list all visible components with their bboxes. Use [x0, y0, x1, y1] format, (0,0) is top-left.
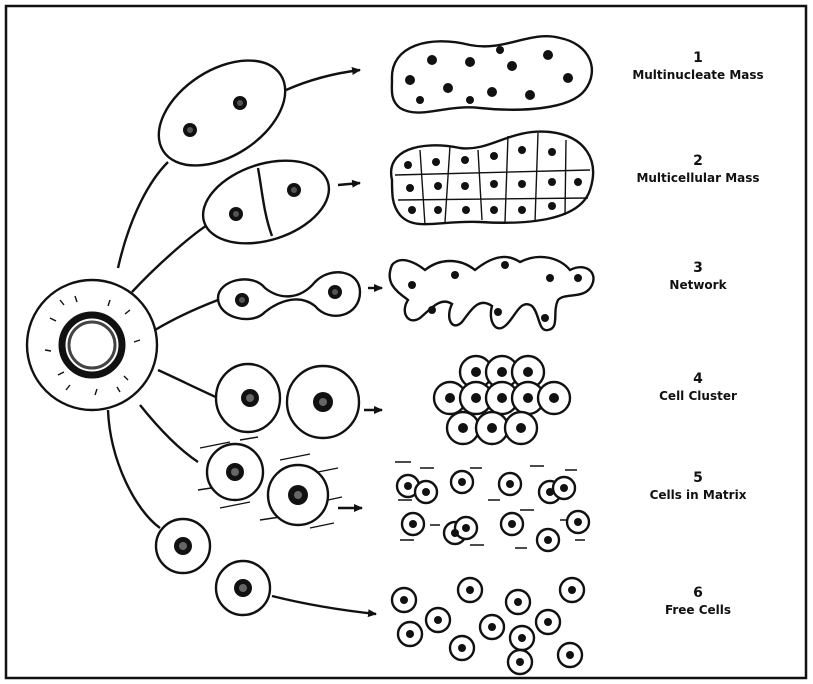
network [390, 257, 594, 330]
connected-cells [218, 272, 360, 319]
row-6 [156, 519, 584, 674]
row-2 [192, 132, 593, 259]
multicellular-mass [391, 132, 593, 225]
arrow-2 [338, 183, 360, 185]
labels: 1 Multinucleate Mass 2 Multicellular Mas… [632, 50, 763, 617]
label-1-text: Multinucleate Mass [632, 68, 763, 82]
label-3-number: 3 [693, 260, 703, 276]
row-3 [218, 257, 593, 330]
source-cell [27, 280, 157, 410]
label-4-number: 4 [693, 371, 703, 387]
single-cells [156, 519, 270, 615]
cell-cluster [434, 356, 570, 444]
label-2-text: Multicellular Mass [636, 171, 759, 185]
cells-in-matrix [395, 462, 589, 551]
arrow-1 [286, 70, 360, 90]
arrow-6 [272, 596, 376, 614]
label-3-text: Network [669, 278, 727, 292]
label-5-text: Cells in Matrix [650, 488, 747, 502]
label-6-number: 6 [693, 585, 703, 601]
multinucleate-mass [392, 36, 592, 112]
label-2-number: 2 [693, 153, 703, 169]
matrix-cells [198, 437, 342, 528]
row-5 [198, 437, 589, 551]
paired-cells [216, 364, 359, 438]
label-1-number: 1 [693, 50, 703, 66]
free-cells [392, 578, 584, 674]
label-6-text: Free Cells [665, 603, 731, 617]
row-4 [216, 356, 570, 444]
label-5-number: 5 [693, 470, 703, 486]
label-4-text: Cell Cluster [659, 389, 737, 403]
